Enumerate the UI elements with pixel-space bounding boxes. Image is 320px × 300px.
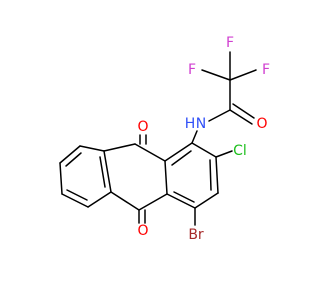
bond [191,142,217,158]
bond [66,189,88,201]
bond [171,150,192,166]
atom-cl: Cl [233,143,247,159]
atom-o: O [137,223,148,239]
atom-h: H [185,116,196,132]
molecule-canvas: F F F O N H Cl O O Br [0,0,300,300]
left-benzene-ring [59,145,112,208]
atom-n: N [196,116,206,132]
bond [59,145,81,164]
bond [103,143,136,152]
bond [215,150,233,158]
atom-br: Br [188,227,204,243]
bond [173,191,195,203]
atom-labels: F F F O N H Cl O O Br [137,35,270,243]
bond [87,191,112,208]
bond [59,162,63,195]
bond [164,160,168,195]
bond [215,156,219,194]
bond [65,152,82,167]
bond [194,192,219,209]
bond [232,103,255,119]
bond [138,193,168,211]
atom-f: F [188,62,196,78]
bond [134,143,166,162]
bond [164,142,193,162]
bond [209,159,212,191]
atom-f: F [226,35,234,51]
bond [110,191,140,211]
substituent-bonds [191,51,257,226]
bond [229,109,253,125]
bond [99,156,106,188]
bond [229,69,257,81]
structure-diagram: F F F O N H Cl O O Br [0,0,300,300]
background [0,0,300,300]
right-benzene-ring [164,142,219,209]
bond [208,109,231,122]
bond [166,193,196,209]
bond [201,69,231,81]
bond [191,130,198,144]
bond [61,193,89,208]
atom-f: F [262,62,270,78]
atom-o: O [256,116,267,132]
atom-o: O [137,119,148,135]
bond [103,150,112,193]
central-quinone-ring [103,134,168,224]
bond [79,145,105,152]
